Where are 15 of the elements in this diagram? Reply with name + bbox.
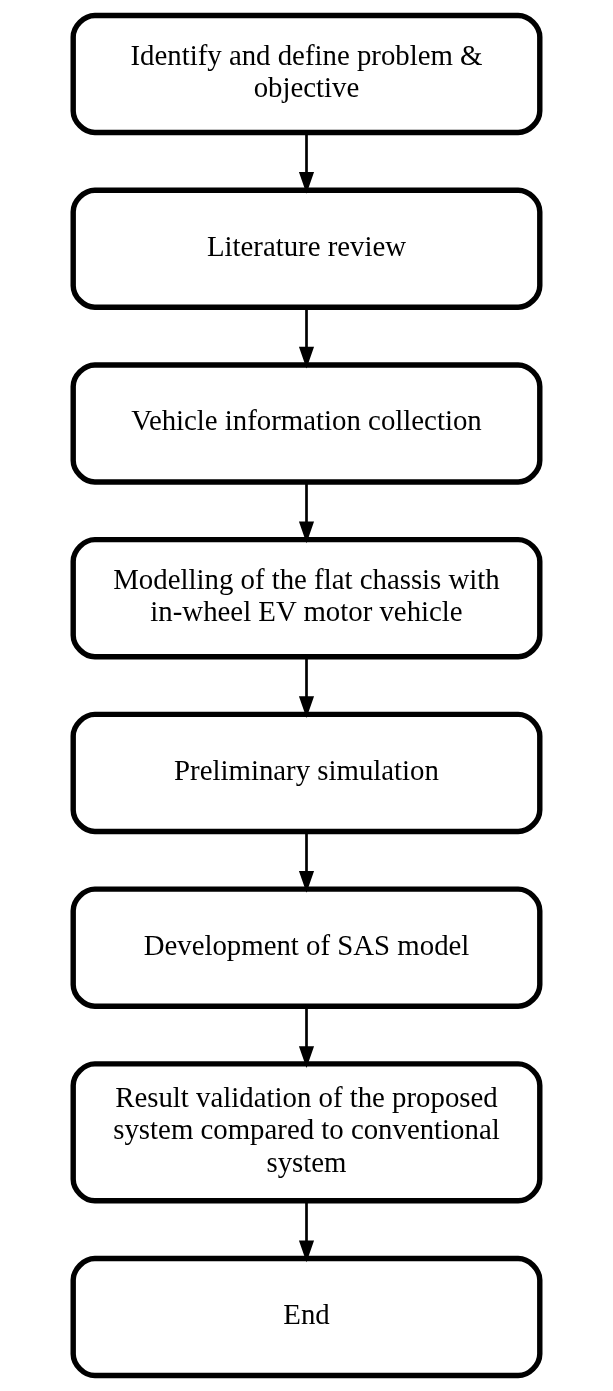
node-box: End (70, 1255, 543, 1379)
node-box: Result validation of the proposed system compared to conventional system (70, 1061, 543, 1204)
arrow (298, 307, 315, 369)
arrow (298, 657, 315, 718)
arrow (298, 831, 315, 893)
node-box: Identify and define problem & objective (70, 12, 543, 136)
arrow (298, 1201, 315, 1263)
node-box: Development of SAS model (70, 886, 543, 1009)
arrow (298, 132, 315, 194)
node-box: Preliminary simulation (70, 711, 543, 835)
arrow (298, 1006, 315, 1068)
node-box: Modelling of the flat chassis with in-wheel EV motor vehicle (70, 536, 543, 660)
node-box: Literature review (70, 187, 543, 310)
node-box: Vehicle information collection (70, 362, 543, 485)
arrow (298, 482, 315, 544)
